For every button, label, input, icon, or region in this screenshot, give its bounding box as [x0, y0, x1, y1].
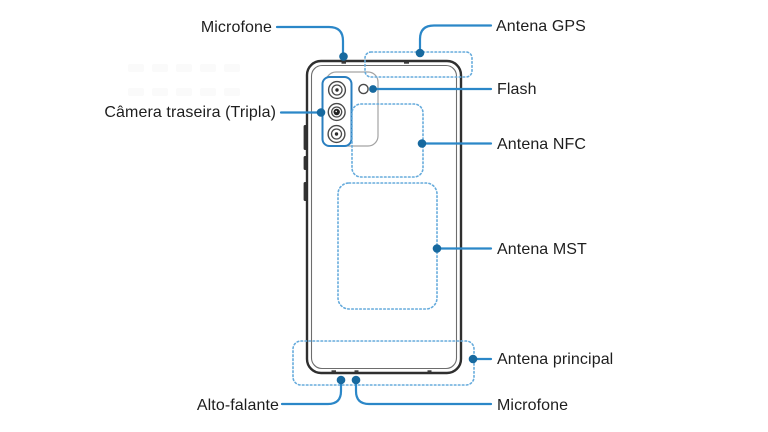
antena-mst-dot	[432, 244, 442, 253]
microfone-top-dot	[339, 52, 348, 61]
label-antena-principal: Antena principal	[497, 351, 614, 368]
label-microfone-bottom: Microfone	[497, 397, 569, 414]
flash-dot	[369, 85, 377, 93]
camera-lens-icon	[327, 102, 346, 122]
alto-falante-dot	[336, 375, 346, 385]
label-antena-gps: Antena GPS	[496, 18, 586, 35]
microfone-bottom-dot	[351, 375, 361, 385]
label-antena-mst: Antena MST	[497, 241, 587, 258]
faint-watermark	[128, 64, 240, 96]
flash-icon	[358, 83, 369, 95]
alto-falante-leader	[280, 380, 343, 406]
antena-gps-dot	[415, 48, 425, 58]
label-alto-falante: Alto-falante	[196, 397, 279, 414]
camera-lens-icon	[327, 80, 347, 100]
leader-lines	[275, 24, 493, 406]
microfone-top-leader	[275, 25, 345, 55]
label-antena-nfc: Antena NFC	[497, 136, 587, 153]
frame-ticks	[331, 61, 432, 373]
antena-nfc-dot	[417, 139, 427, 148]
camera-lens-icon	[327, 124, 346, 144]
label-flash: Flash	[497, 81, 537, 98]
antena-gps-leader	[418, 24, 493, 52]
label-microfone-top: Microfone	[200, 19, 272, 36]
antena-principal-dot	[468, 354, 478, 364]
camera-traseira-dot	[316, 108, 326, 117]
label-camera-traseira: Câmera traseira (Tripla)	[104, 104, 276, 121]
callout-dots	[316, 48, 478, 385]
microfone-bottom-leader	[354, 380, 493, 406]
